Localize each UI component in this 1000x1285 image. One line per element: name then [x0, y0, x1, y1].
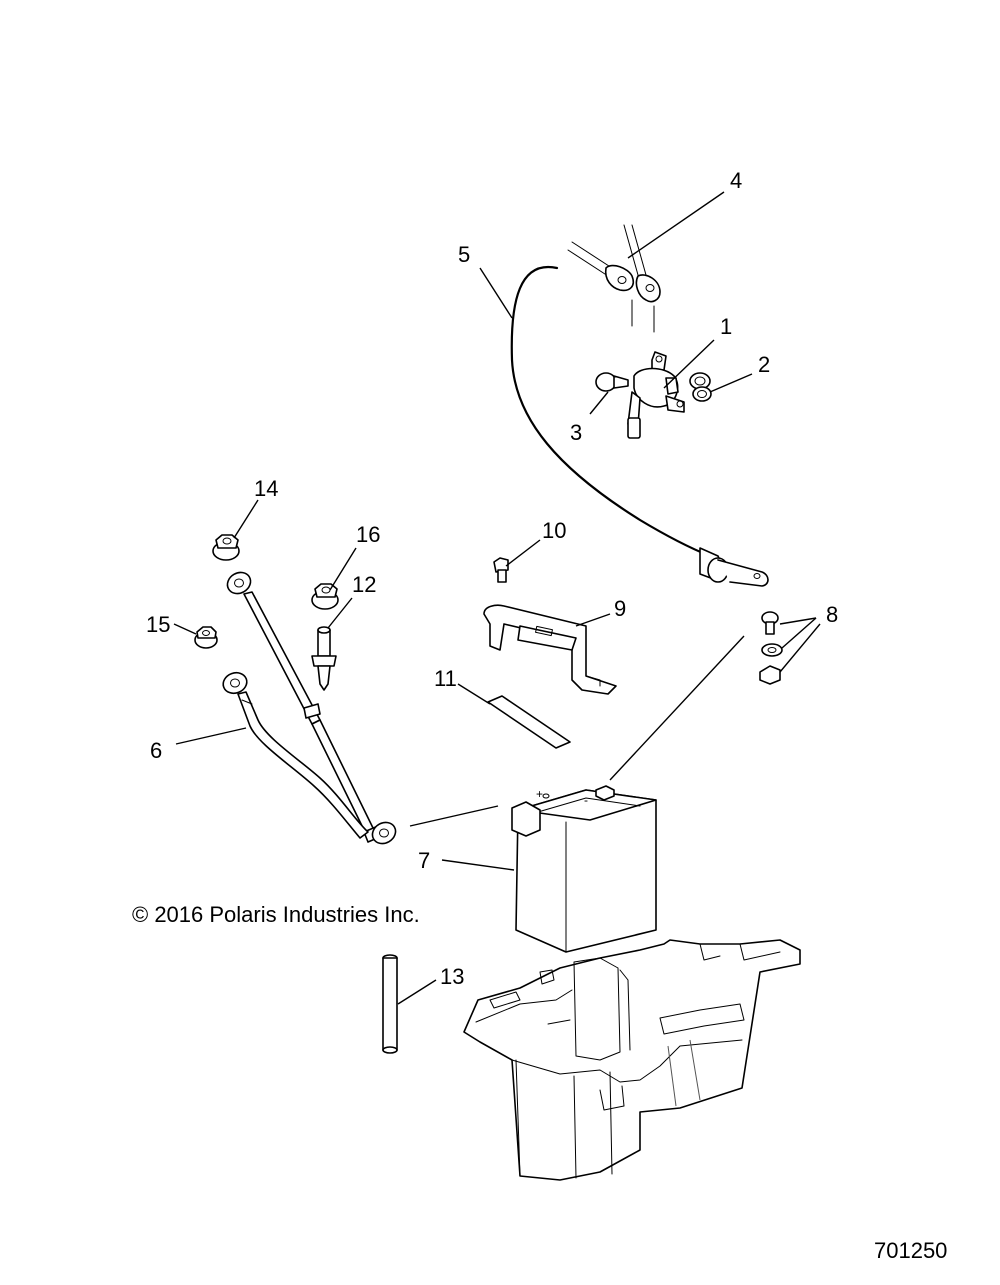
callout-6: 6	[150, 738, 162, 763]
copyright-text: © 2016 Polaris Industries Inc.	[132, 902, 420, 927]
callout-7: 7	[418, 848, 430, 873]
cable-part-6	[222, 671, 369, 839]
callout-13: 13	[440, 964, 464, 989]
battery-part-7: + -	[511, 785, 657, 953]
callout-2: 2	[758, 352, 770, 377]
bolt-part-10	[493, 557, 509, 583]
nut-part-14	[212, 534, 240, 561]
callout-10: 10	[542, 518, 566, 543]
callout-1: 1	[720, 314, 732, 339]
callout-14: 14	[254, 476, 278, 501]
stud-part-12	[311, 626, 337, 691]
svg-text:-: -	[584, 793, 588, 807]
callout-8: 8	[826, 602, 838, 627]
svg-text:+: +	[536, 787, 543, 801]
nuts-part-2	[689, 372, 712, 402]
leader-lines	[173, 191, 821, 1005]
callout-9: 9	[614, 596, 626, 621]
pad-part-11	[487, 695, 571, 749]
callout-4: 4	[730, 168, 742, 193]
nut-part-16	[311, 583, 339, 610]
callout-15: 15	[146, 612, 170, 637]
ground-cable	[226, 571, 397, 845]
callout-3: 3	[570, 420, 582, 445]
diagram-number: 701250	[874, 1238, 947, 1263]
bolt-part-3	[595, 372, 629, 392]
callout-11: 11	[434, 666, 457, 691]
callout-5: 5	[458, 242, 470, 267]
nut-part-15	[194, 626, 218, 649]
callout-12: 12	[352, 572, 376, 597]
solenoid-part-1	[627, 351, 685, 439]
battery-box	[463, 939, 801, 1181]
battery-cable-part-5	[510, 265, 769, 587]
callout-labels: 1 2 3 4 5 6 7 8 9 10 11 12 13 14 15 16	[146, 168, 838, 989]
cable-ends-part-4	[567, 224, 661, 333]
rod-part-13	[382, 954, 398, 1054]
hardware-part-8	[759, 611, 783, 685]
callout-16: 16	[356, 522, 380, 547]
bracket-part-9	[483, 604, 617, 695]
